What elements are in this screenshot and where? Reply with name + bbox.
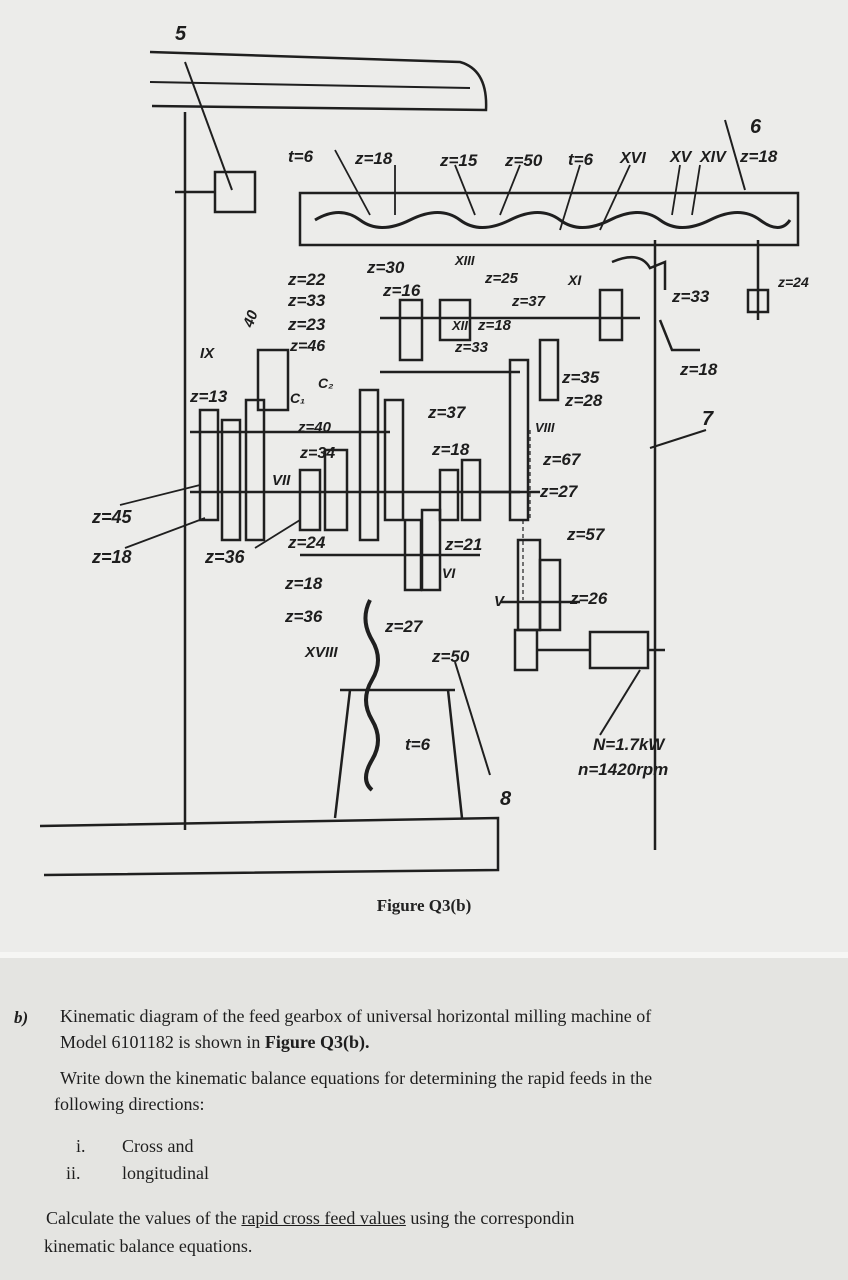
label: z=18 <box>431 440 470 459</box>
label: z=37 <box>511 293 546 310</box>
list-item-number: ii. <box>66 1163 81 1183</box>
motor-power: N=1.7kW <box>593 735 666 754</box>
label: VII <box>272 472 291 489</box>
label: z=27 <box>384 617 424 636</box>
label: XI <box>567 272 582 288</box>
question-task-line2: following directions: <box>54 1094 205 1114</box>
label: V <box>494 593 506 610</box>
label: z=27 <box>539 482 579 501</box>
label: z=15 <box>439 151 478 170</box>
label: z=13 <box>189 387 228 406</box>
label: z=33 <box>454 339 489 356</box>
callout-8: 8 <box>500 788 512 810</box>
label: z=18 <box>91 547 132 567</box>
label: z=26 <box>569 589 608 608</box>
label: XIII <box>454 253 475 268</box>
list-item-text: Cross and <box>122 1136 194 1156</box>
label: z=30 <box>366 258 405 277</box>
label: z=45 <box>91 507 133 527</box>
label: z=37 <box>427 403 467 422</box>
label: z=50 <box>504 151 543 170</box>
question-calc-line2: kinematic balance equations. <box>44 1236 253 1256</box>
label: z=24 <box>777 274 809 290</box>
label: t=6 <box>568 150 594 169</box>
label: z=46 <box>289 338 325 355</box>
label: z=36 <box>284 607 323 626</box>
calc-text-post: using the correspondin <box>405 1208 575 1228</box>
label: XIV <box>699 149 727 166</box>
label: z=18 <box>354 149 393 168</box>
label: XV <box>669 149 693 166</box>
callout-7: 7 <box>702 408 714 430</box>
list-item-number: i. <box>76 1136 86 1156</box>
label: z=18 <box>679 360 718 379</box>
label: z=18 <box>477 317 512 334</box>
question-photo: b) Kinematic diagram of the feed gearbox… <box>0 958 848 1280</box>
label: z=36 <box>204 547 246 567</box>
figure-caption: Figure Q3(b) <box>376 896 472 915</box>
label: XVIII <box>304 644 338 661</box>
calc-text-pre: Calculate the values of the <box>46 1208 242 1228</box>
calc-underlined: rapid cross feed values <box>241 1208 406 1228</box>
label: 40 <box>240 308 262 331</box>
label: z=25 <box>484 270 519 287</box>
label: z=16 <box>382 281 421 300</box>
figure-reference: Figure Q3(b). <box>264 1032 370 1052</box>
label: C₂ <box>318 375 333 391</box>
label: z=50 <box>431 647 470 666</box>
question-intro-line2: Model 6101182 is shown in Figure Q3(b). <box>60 1030 370 1054</box>
kinematic-diagram: 5 6 7 8 t=6 z=18 z=15 z=50 t=6 XVI XV XI… <box>39 23 809 877</box>
label: z=35 <box>561 368 600 387</box>
label: z=18 <box>284 574 323 593</box>
label: z=57 <box>566 525 606 544</box>
motor-speed: n=1420rpm <box>578 760 668 779</box>
label: XII <box>451 318 468 333</box>
label: t=6 <box>288 147 314 166</box>
label: VI <box>442 565 456 581</box>
label: XVI <box>619 150 646 167</box>
list-item-text: longitudinal <box>122 1163 209 1183</box>
label: z=33 <box>671 287 710 306</box>
label: z=28 <box>564 391 603 410</box>
label: z=22 <box>287 270 326 289</box>
question-calc-line1: Calculate the values of the rapid cross … <box>46 1206 574 1230</box>
question-label: b) <box>14 1008 29 1027</box>
callout-5: 5 <box>175 23 187 45</box>
question-task-line1: Write down the kinematic balance equatio… <box>60 1068 653 1088</box>
label: z=40 <box>297 419 332 436</box>
label: z=21 <box>444 535 482 554</box>
label: z=34 <box>299 445 335 462</box>
label: t=6 <box>405 735 431 754</box>
label: C₁ <box>290 390 305 406</box>
label: z=67 <box>542 450 582 469</box>
label: IX <box>200 345 215 362</box>
label: z=18 <box>739 147 778 166</box>
label: VIII <box>535 420 555 435</box>
question-intro-text: Model 6101182 is shown in <box>60 1032 265 1052</box>
label: z=24 <box>287 533 326 552</box>
label: z=23 <box>287 315 326 334</box>
diagram-photo: 5 6 7 8 t=6 z=18 z=15 z=50 t=6 XVI XV XI… <box>39 23 809 915</box>
question-intro-line1: Kinematic diagram of the feed gearbox of… <box>60 1006 652 1026</box>
label: z=33 <box>287 291 326 310</box>
callout-6: 6 <box>750 116 762 138</box>
page-divider <box>0 952 848 962</box>
